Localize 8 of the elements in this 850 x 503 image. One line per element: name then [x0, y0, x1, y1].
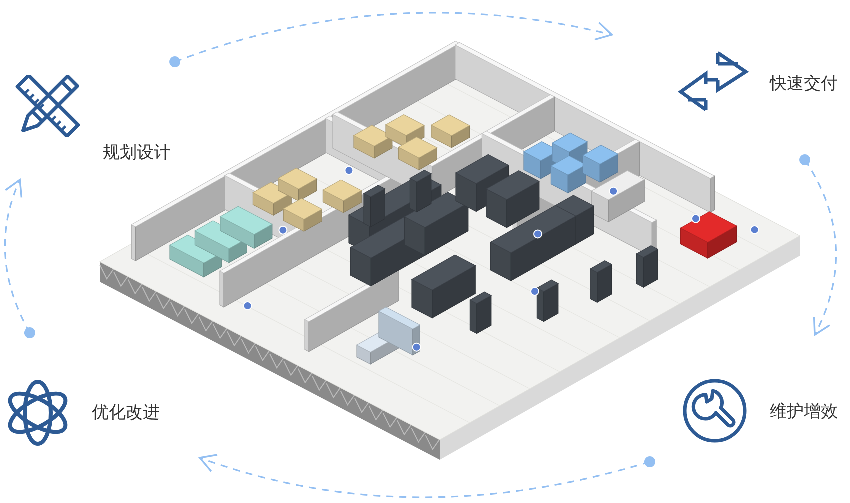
cycle-arrow [170, 12, 613, 68]
cycle-arrow [800, 154, 837, 336]
cycle-arrow [199, 454, 656, 498]
cycle-arrow [4, 179, 36, 338]
stage-label: 快速交付 [770, 73, 838, 95]
stage-label: 规划设计 [103, 142, 171, 164]
stage-label: 维护增效 [770, 401, 838, 423]
stage-label: 优化改进 [92, 402, 160, 424]
